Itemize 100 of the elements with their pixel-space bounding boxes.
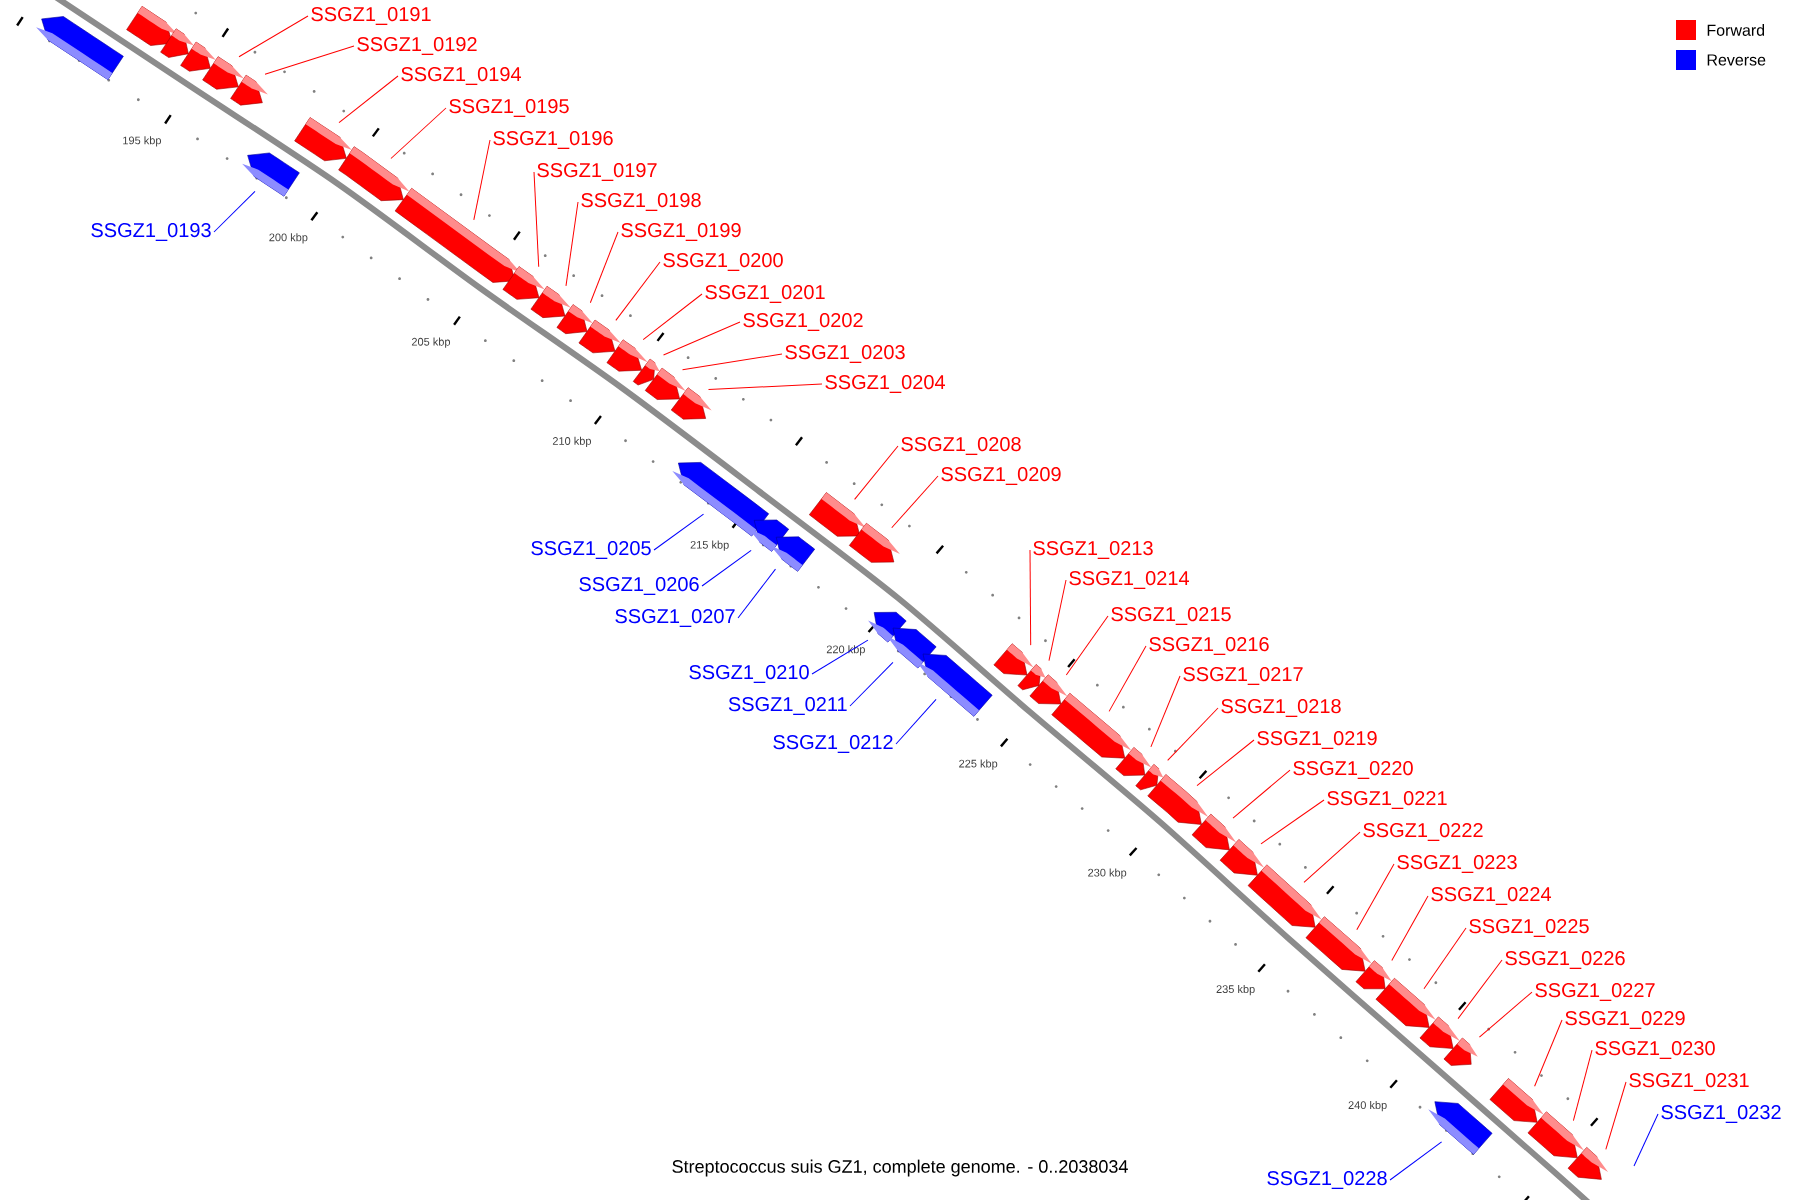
gene-block (180, 41, 216, 72)
leader-line (1029, 549, 1032, 646)
leader-line (891, 475, 939, 529)
leader-line (1534, 1019, 1563, 1087)
gene-block (1191, 813, 1237, 851)
gene-block (1305, 916, 1372, 972)
gene-block (294, 117, 352, 162)
gene-label: SSGZ1_0194 (401, 67, 521, 85)
gene-label: SSGZ1_0200 (663, 253, 783, 271)
leader-line (1633, 1113, 1659, 1167)
gene-block (770, 536, 815, 572)
gene-label: SSGZ1_0210 (689, 665, 809, 683)
leader-line (682, 353, 783, 371)
leader-line (1572, 1049, 1593, 1121)
gene-label: SSGZ1_0218 (1221, 699, 1341, 717)
gene-label: SSGZ1_0211 (728, 697, 847, 715)
gene-block (993, 643, 1034, 676)
gene-label: SSGZ1_0201 (705, 285, 825, 303)
gene-label: SSGZ1_0228 (1267, 1171, 1387, 1189)
gene-block (916, 653, 993, 717)
leader-line (1605, 1081, 1627, 1150)
gene-label: SSGZ1_0193 (91, 223, 211, 241)
leader-line (854, 445, 899, 500)
leader-line (1423, 927, 1467, 990)
leader-line (849, 661, 894, 707)
leader-line (1356, 863, 1395, 931)
gene-label: SSGZ1_0219 (1257, 731, 1377, 749)
gene-block (670, 387, 712, 420)
gene-block (1247, 864, 1322, 928)
gene-label: SSGZ1_0229 (1565, 1011, 1685, 1029)
leader-line (1167, 707, 1219, 761)
gene-label: SSGZ1_0226 (1505, 951, 1625, 969)
gene-label: SSGZ1_0196 (493, 131, 613, 149)
leader-line (1389, 1141, 1443, 1181)
gene-block (36, 16, 124, 80)
gene-label: SSGZ1_0220 (1293, 761, 1413, 779)
leader-line (615, 261, 661, 321)
gene-label: SSGZ1_0197 (537, 163, 657, 181)
gene-block (1419, 1016, 1460, 1049)
gene-label: SSGZ1_0206 (579, 577, 699, 595)
gene-block (644, 367, 686, 400)
gene-block (1355, 960, 1392, 990)
gene-block (1375, 978, 1436, 1028)
leader-line (1048, 579, 1067, 662)
gene-label: SSGZ1_0203 (785, 345, 905, 363)
gene-block (1567, 1147, 1609, 1180)
leader-line (1065, 615, 1109, 676)
gene-block (394, 188, 521, 283)
leader-line (653, 513, 704, 551)
gene-label: SSGZ1_0214 (1069, 571, 1189, 589)
leader-line (1303, 831, 1361, 883)
gene-block (502, 266, 545, 300)
gene-label: SSGZ1_0216 (1149, 637, 1269, 655)
leader-line (338, 75, 399, 124)
gene-block (1428, 1101, 1493, 1155)
gene-block (530, 286, 571, 318)
leader-line (1391, 895, 1429, 962)
gene-label: SSGZ1_0232 (1661, 1105, 1781, 1123)
gene-block (849, 522, 900, 563)
leader-line (1108, 645, 1147, 712)
gene-label: SSGZ1_0199 (621, 223, 741, 241)
gene-block (1051, 693, 1132, 759)
leader-line (238, 15, 309, 58)
leader-line (589, 231, 619, 304)
legend-label: Forward (1707, 24, 1765, 36)
gene-label: SSGZ1_0217 (1183, 667, 1303, 685)
leader-line (1232, 769, 1291, 819)
leader-line (565, 201, 579, 287)
gene-block (672, 462, 769, 537)
leader-line (1150, 675, 1181, 748)
gene-block (1489, 1078, 1544, 1123)
gene-label: SSGZ1_0227 (1535, 983, 1655, 1001)
gene-block (1115, 747, 1152, 776)
leader-line (473, 139, 491, 221)
gene-label: SSGZ1_0192 (357, 37, 477, 55)
gene-label: SSGZ1_0225 (1469, 919, 1589, 937)
gene-label: SSGZ1_0205 (531, 541, 651, 559)
gene-label: SSGZ1_0208 (901, 437, 1021, 455)
gene-label: SSGZ1_0191 (311, 7, 431, 25)
gene-label: SSGZ1_0198 (581, 193, 701, 211)
leader-line (1196, 739, 1255, 787)
gene-label: SSGZ1_0230 (1595, 1041, 1715, 1059)
gene-block (1527, 1111, 1585, 1159)
caption: Streptococcus suis GZ1, complete genome. - 0..2038034 (672, 1159, 1128, 1177)
gene-label: SSGZ1_0222 (1363, 823, 1483, 841)
gene-block (160, 28, 194, 58)
gene-block (242, 152, 300, 197)
leader-line (737, 568, 776, 619)
leader-line (663, 321, 741, 356)
leader-line (895, 698, 937, 745)
gene-block (1443, 1037, 1478, 1066)
gene-label: SSGZ1_0204 (825, 375, 945, 393)
leader-line (701, 549, 752, 587)
gene-label: SSGZ1_0213 (1033, 541, 1153, 559)
leader-line (213, 190, 256, 233)
gene-label: SSGZ1_0224 (1431, 887, 1551, 905)
gene-block (606, 339, 648, 372)
leader-line (1457, 959, 1503, 1020)
leader-line (708, 383, 823, 390)
gene-block (1029, 674, 1068, 705)
